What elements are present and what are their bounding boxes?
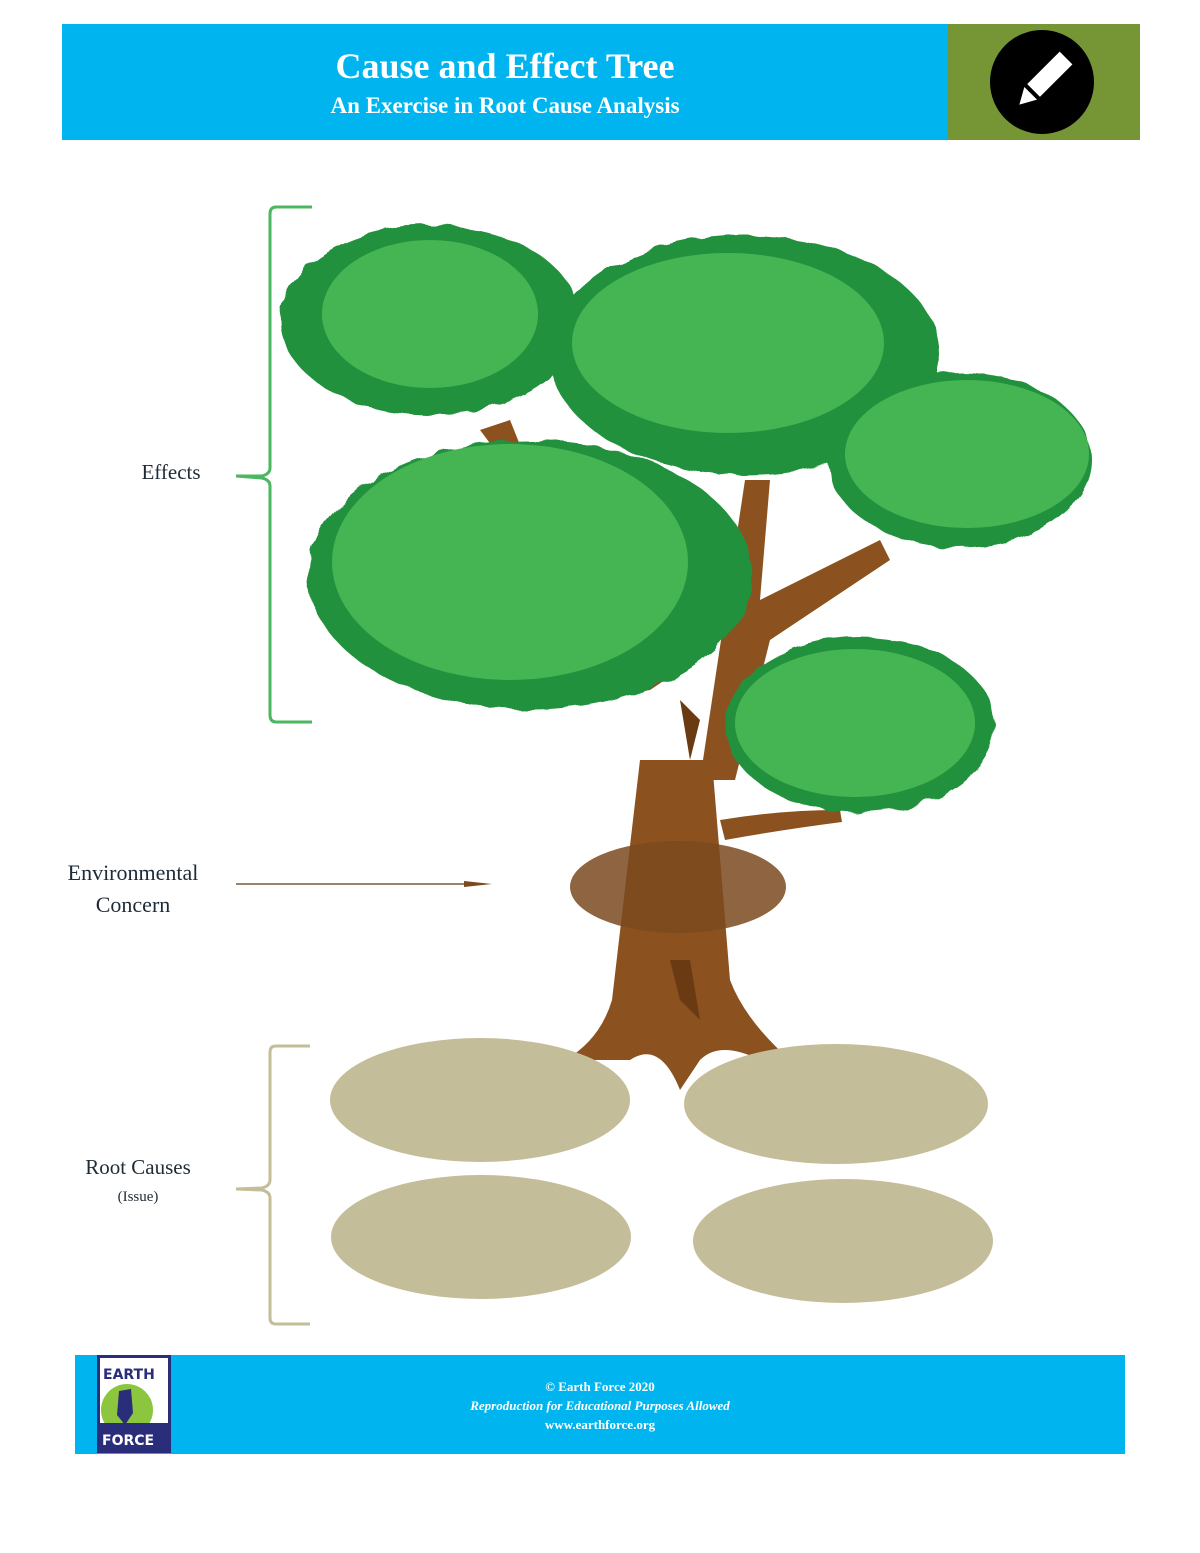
root-cause-box-2: [684, 1044, 988, 1164]
effects-label: Effects: [141, 460, 201, 484]
reproduction-notice: Reproduction for Educational Purposes Al…: [470, 1398, 730, 1413]
footer-notch: [235, 1350, 1125, 1355]
footer-banner: EARTH FORCE © Earth Force 2020 Reproduct…: [75, 1350, 1125, 1454]
earth-force-logo: EARTH FORCE: [97, 1355, 171, 1453]
effects-bracket: [235, 205, 312, 724]
effects-ellipses: [322, 240, 1089, 797]
page-title: Cause and Effect Tree: [335, 46, 675, 86]
effect-box-4: [332, 444, 688, 680]
page-subtitle: An Exercise in Root Cause Analysis: [330, 93, 680, 118]
root-causes-label: Root Causes: [85, 1155, 191, 1179]
effect-box-1: [322, 240, 538, 388]
concern-box: [570, 841, 786, 933]
root-cause-ellipses: [330, 1038, 993, 1303]
svg-text:EARTH: EARTH: [103, 1367, 155, 1383]
pencil-icon: [990, 30, 1094, 134]
effect-box-5: [735, 649, 975, 797]
effect-box-3: [845, 380, 1089, 528]
root-cause-box-3: [331, 1175, 631, 1299]
effect-box-2: [572, 253, 884, 433]
concern-label-line2: Concern: [95, 892, 171, 917]
svg-text:FORCE: FORCE: [102, 1433, 154, 1449]
concern-label-line1: Environmental: [67, 860, 199, 885]
root-cause-box-1: [330, 1038, 630, 1162]
arrow-head-icon: [464, 881, 492, 887]
root-causes-sublabel: (Issue): [117, 1189, 159, 1205]
website-link[interactable]: www.earthforce.org: [544, 1417, 656, 1432]
footer-text: © Earth Force 2020 Reproduction for Educ…: [75, 1377, 1125, 1434]
environmental-concern-label: Environmental Concern: [40, 857, 226, 921]
header-banner: Cause and Effect Tree An Exercise in Roo…: [62, 24, 1140, 140]
header-icon-box: [948, 24, 1140, 140]
root-cause-box-4: [693, 1179, 993, 1303]
copyright-text: © Earth Force 2020: [545, 1379, 655, 1394]
roots-bracket: [235, 1044, 310, 1326]
